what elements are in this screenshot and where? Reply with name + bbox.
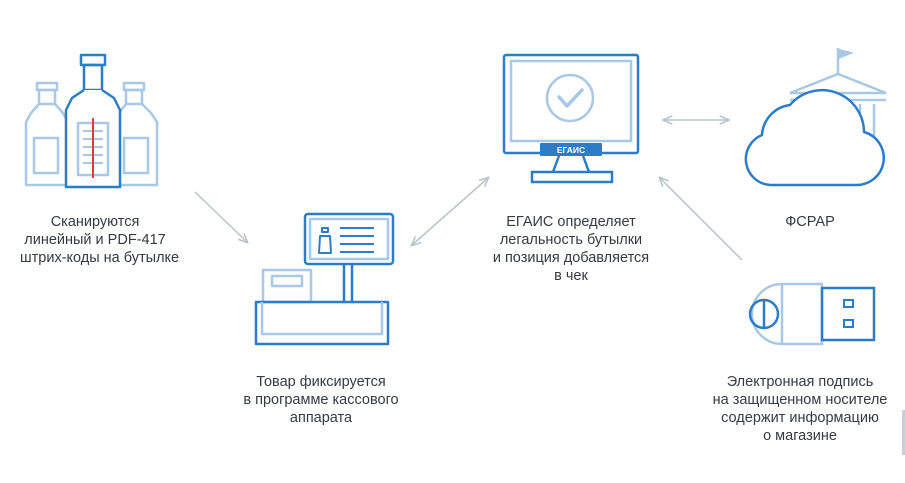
bottles-icon <box>24 53 159 189</box>
flow-arrows <box>194 120 743 261</box>
arrow-token-to-egais <box>660 178 743 261</box>
caption-token: Электронная подпись на защищенном носите… <box>700 373 900 445</box>
monitor-icon <box>502 53 640 184</box>
caption-line: легальность бутылки <box>499 232 643 248</box>
caption-line: Электронная подпись <box>726 374 874 390</box>
caption-line: в программе кассового <box>243 392 399 408</box>
caption-line: Сканируются <box>50 214 140 230</box>
caption-line: линейный и PDF-417 <box>24 232 166 248</box>
cloud-icon <box>744 88 885 187</box>
caption-line: на защищенном носителе <box>712 392 888 408</box>
cash-register-icon <box>254 212 395 346</box>
usb-token-icon <box>748 282 876 346</box>
caption-register: Товар фиксируется в программе кассового … <box>226 373 416 427</box>
caption-line: штрих-коды на бутылке <box>20 250 180 266</box>
arrow-bottles-to-register <box>194 191 247 242</box>
caption-line: ФСРАР <box>785 214 835 230</box>
caption-line: аппарата <box>289 410 353 426</box>
caption-bottles: Сканируются линейный и PDF-417 штрих-код… <box>20 213 180 267</box>
caption-line: ЕГАИС определяет <box>506 214 636 230</box>
caption-line: и позиция добавляется <box>492 250 650 266</box>
arrow-register-egais <box>412 178 488 245</box>
caption-line: в чек <box>554 268 588 284</box>
caption-line: о магазине <box>763 428 837 444</box>
checkmark-icon <box>545 73 595 123</box>
monitor-label: ЕГАИС <box>557 145 585 155</box>
caption-egais: ЕГАИС определяет легальность бутылки и п… <box>476 213 666 285</box>
scroll-edge-indicator <box>902 410 905 455</box>
caption-line: Товар фиксируется <box>256 374 386 390</box>
caption-fsrar: ФСРАР <box>770 213 850 231</box>
caption-line: содержит информацию <box>721 410 879 426</box>
